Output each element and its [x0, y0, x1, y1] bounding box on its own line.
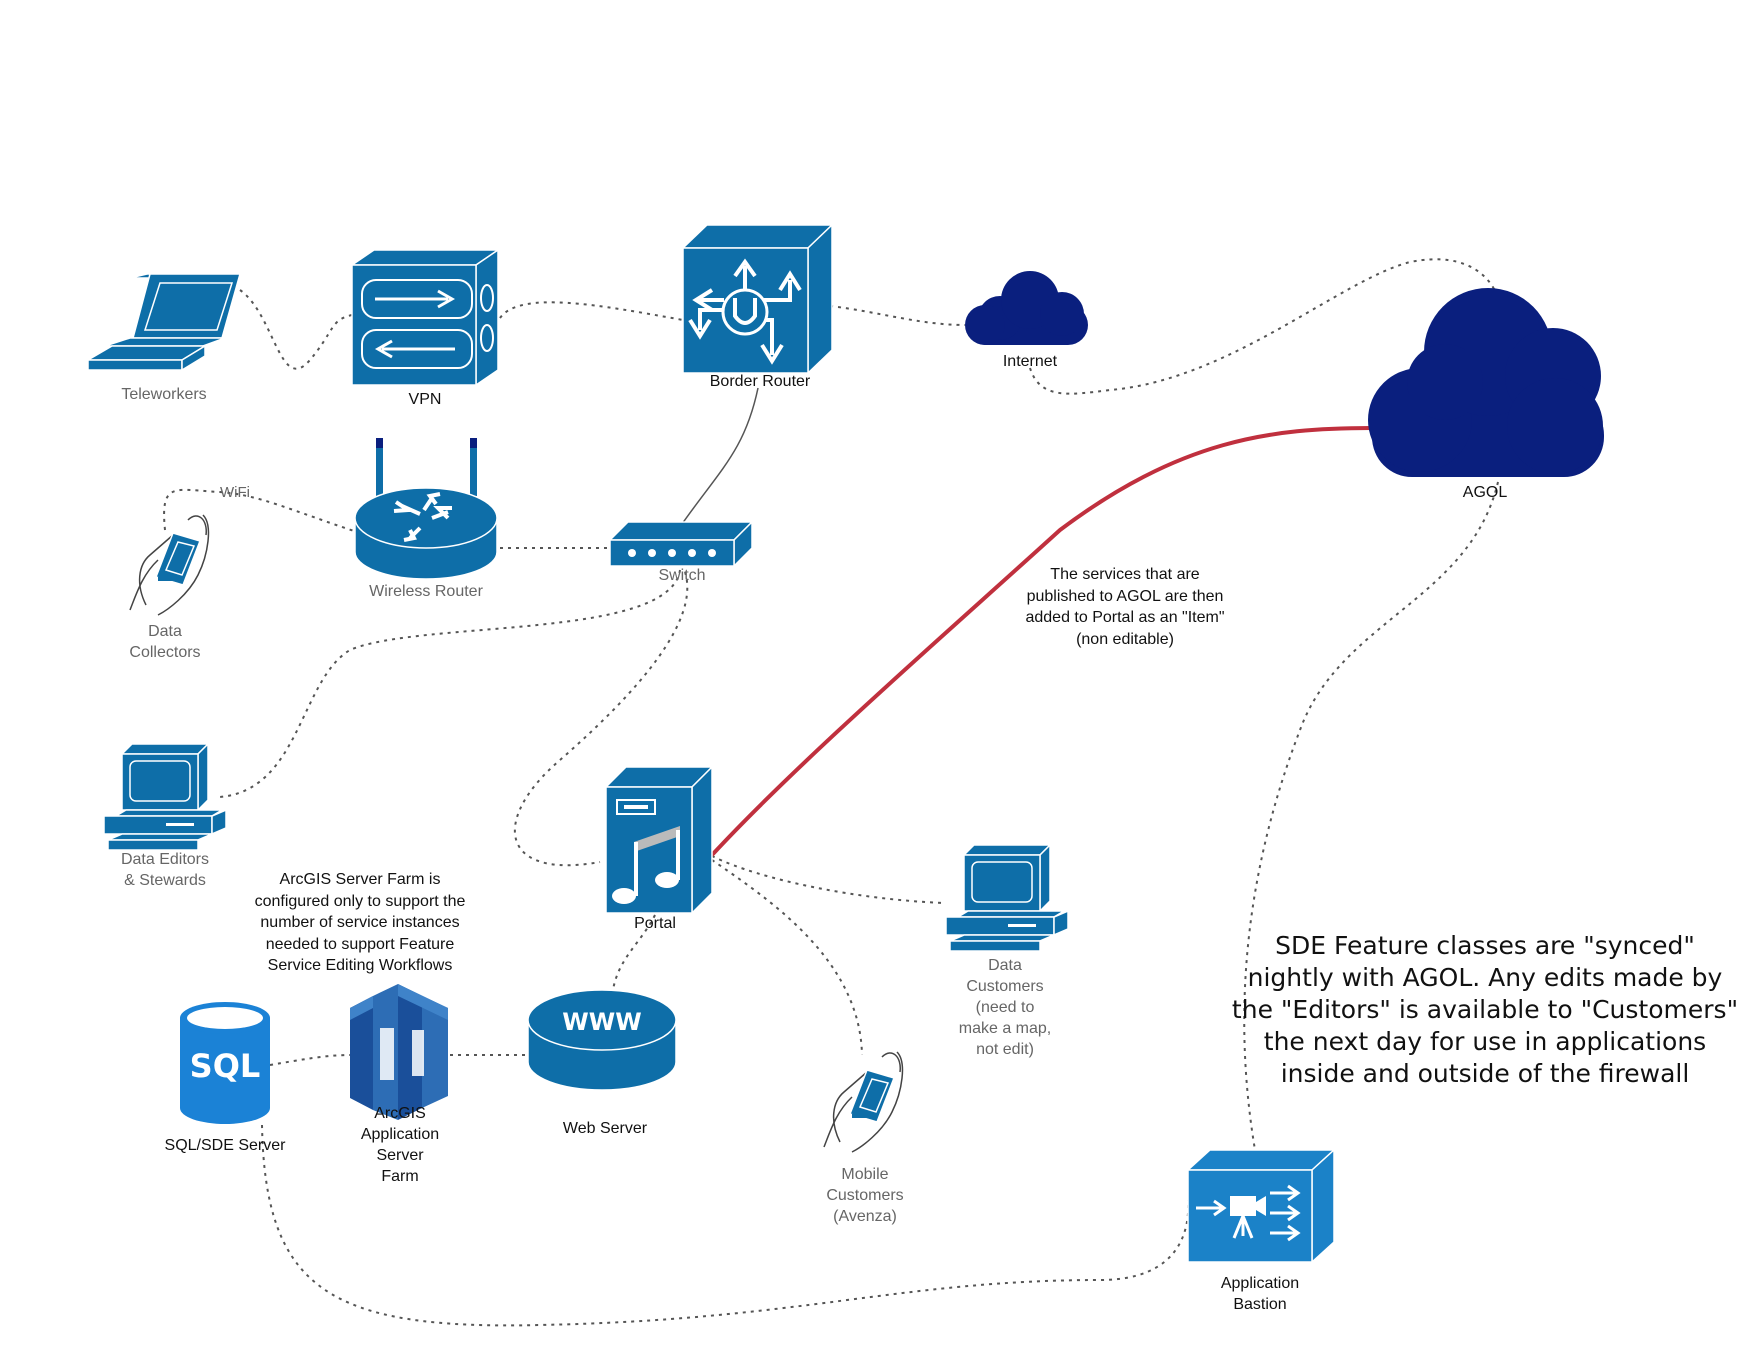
sync-note-line: the "Editors" is available to "Customers…	[1231, 995, 1739, 1024]
data-customers-label-line: not edit)	[976, 1041, 1034, 1058]
server-farm-icon	[350, 984, 448, 1120]
app-server-farm-label-line: ArcGIS	[374, 1105, 426, 1122]
agol-note-line: added to Portal as an "Item"	[1025, 609, 1225, 626]
data-editors-label-line: Data Editors	[120, 851, 210, 868]
agol-label: AGOL	[1462, 484, 1508, 501]
workstation-icon	[945, 843, 1069, 952]
data-customers-label-line: Customers	[966, 978, 1044, 995]
border-router-label: Border Router	[709, 373, 811, 390]
data-customers-label-line: Data	[988, 957, 1022, 974]
cloud-icon	[965, 271, 1088, 345]
data-customers-label-line: (need to	[975, 999, 1035, 1016]
laptop-icon	[85, 273, 241, 372]
link-portal-customers	[711, 855, 946, 904]
link-switch-editors	[219, 569, 681, 798]
vpn-icon	[349, 248, 501, 387]
cloud-icon	[1368, 288, 1604, 477]
sync-note-line: inside and outside of the firewall	[1280, 1059, 1690, 1088]
agol-note-line: (non editable)	[1076, 630, 1174, 648]
www-icon-text: WWW	[562, 1008, 641, 1036]
agol-note-line: published to AGOL are then	[1026, 587, 1224, 605]
link-teleworkers-vpn	[239, 289, 353, 370]
data-customers-label-line: make a map,	[958, 1020, 1052, 1037]
link-border-router-switch	[681, 387, 759, 525]
mobile-customers-label-line: (Avenza)	[833, 1208, 897, 1225]
link-switch-portal	[513, 571, 689, 867]
farm-note-line: configured only to support the	[254, 892, 466, 910]
sync-note-line: the next day for use in applications	[1263, 1027, 1707, 1056]
bastion-label: Application Bastion	[1200, 1273, 1320, 1315]
mobile-customers-label: Mobile Customers (Avenza)	[810, 1164, 920, 1227]
link-portal-agol	[710, 426, 1373, 857]
bastion-label-line: Application	[1220, 1275, 1300, 1292]
farm-note-line: ArcGIS Server Farm is	[279, 871, 441, 888]
data-collectors-label-line: Data	[148, 623, 182, 640]
wifi-label: WiFi	[220, 484, 250, 501]
bastion-label-line: Bastion	[1233, 1296, 1287, 1313]
teleworkers-label: Teleworkers	[121, 386, 207, 403]
internet-label: Internet	[1002, 353, 1058, 370]
database-icon: SQL	[180, 1002, 270, 1124]
bastion-icon	[1186, 1148, 1336, 1264]
wireless-router-label: Wireless Router	[369, 583, 483, 600]
web-server-label: Web Server	[562, 1120, 648, 1137]
link-portal-webserver	[611, 914, 656, 999]
web-server-icon: WWW	[527, 989, 677, 1091]
data-collectors-label-line: Collectors	[129, 644, 201, 661]
farm-note-line: needed to support Feature	[265, 935, 455, 953]
data-collectors-label: Data Collectors	[110, 621, 220, 663]
handheld-icon	[129, 514, 210, 616]
sync-note-line: nightly with AGOL. Any edits made by	[1247, 963, 1723, 992]
sql-server-label: SQL/SDE Server	[164, 1137, 286, 1154]
link-vpn-border-router	[499, 301, 684, 321]
mobile-customers-label-line: Customers	[826, 1187, 904, 1204]
sql-icon-text: SQL	[190, 1047, 261, 1085]
app-server-farm-label-line: Farm	[381, 1168, 419, 1185]
media-server-icon	[604, 765, 714, 915]
link-agol-bastion	[1243, 481, 1499, 1151]
app-server-farm-label-line: Server	[376, 1147, 424, 1164]
vpn-label: VPN	[408, 391, 442, 408]
farm-note-line: number of service instances	[260, 914, 460, 931]
sync-note-line: SDE Feature classes are "synced"	[1275, 931, 1695, 960]
farm-note: ArcGIS Server Farm is configured only to…	[225, 869, 495, 977]
mobile-customers-label-line: Mobile	[841, 1166, 889, 1183]
link-internet-agol	[1029, 258, 1501, 395]
link-collectors-wireless	[163, 488, 361, 534]
handheld-icon	[823, 1051, 904, 1153]
data-editors-label: Data Editors & Stewards	[100, 849, 230, 891]
agol-note-line: The services that are	[1050, 566, 1200, 583]
sync-note: SDE Feature classes are "synced" nightly…	[1215, 930, 1755, 1090]
data-editors-label-line: & Stewards	[124, 872, 206, 889]
agol-note: The services that are published to AGOL …	[995, 564, 1255, 650]
data-customers-label: Data Customers (need to make a map, not …	[940, 955, 1070, 1060]
connectors	[163, 258, 1501, 1327]
link-border-router-internet	[829, 305, 966, 326]
router-icon	[681, 223, 834, 375]
link-portal-mobile	[711, 859, 863, 1056]
switch-icon	[608, 520, 754, 568]
workstation-icon	[103, 742, 227, 851]
link-sql-bastion	[261, 1124, 1190, 1327]
link-sql-farm	[269, 1054, 351, 1066]
portal-label: Portal	[634, 915, 676, 932]
farm-note-line: Service Editing Workflows	[267, 957, 453, 974]
wireless-router-icon	[354, 438, 498, 580]
app-server-farm-label: ArcGIS Application Server Farm	[345, 1103, 455, 1187]
switch-label: Switch	[658, 567, 706, 584]
app-server-farm-label-line: Application	[360, 1126, 440, 1143]
